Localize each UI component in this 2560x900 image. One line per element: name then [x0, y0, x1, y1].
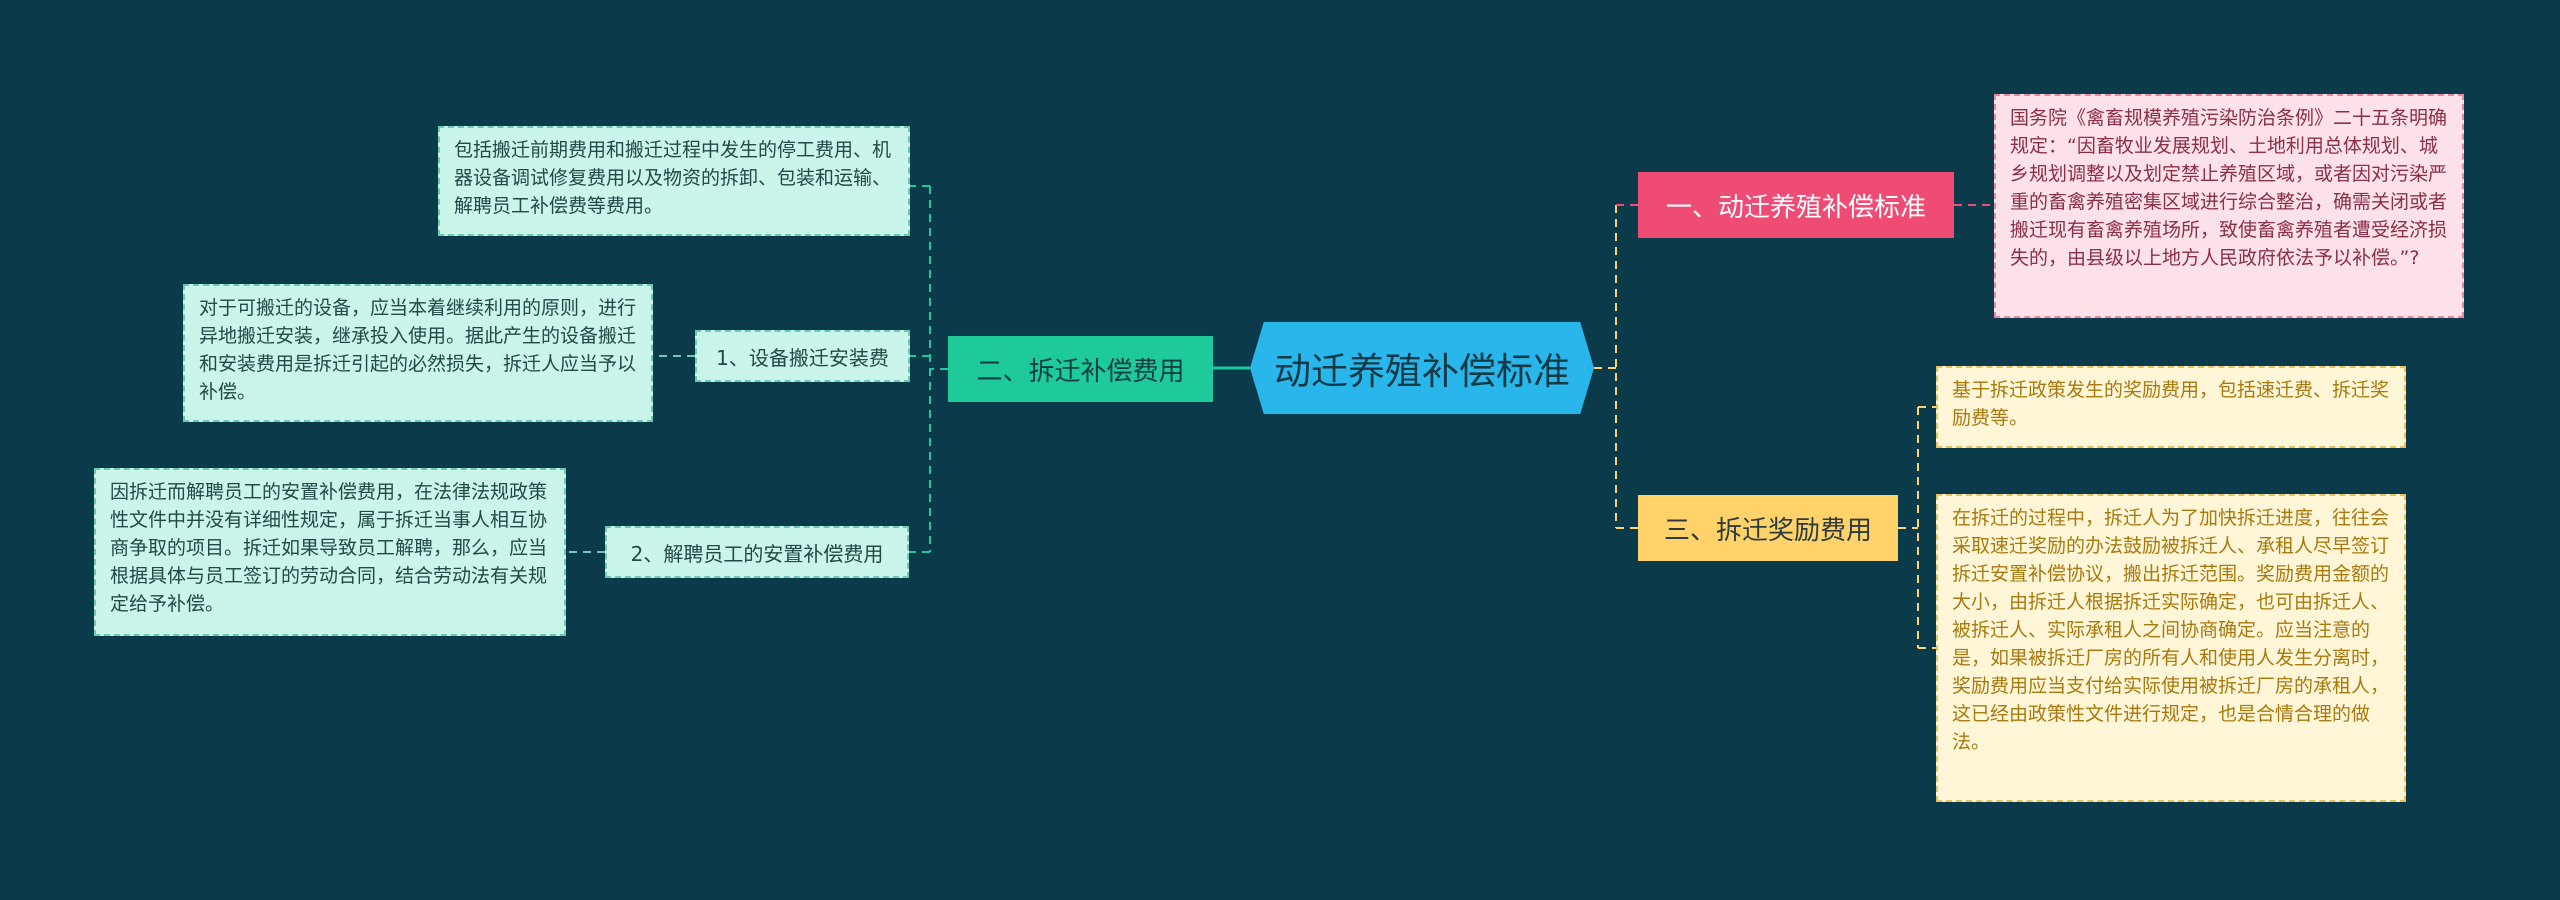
central-topic[interactable]: 动迁养殖补偿标准 — [1250, 322, 1594, 414]
link-reward-bus — [1898, 407, 1919, 648]
leaf-employee-detail[interactable]: 因拆迁而解聘员工的安置补偿费用，在法律法规政策性文件中并没有详细性规定，属于拆迁… — [94, 468, 566, 636]
leaf-regulation-quote[interactable]: 国务院《禽畜规模养殖污染防治条例》二十五条明确规定：“因畜牧业发展规划、土地利用… — [1994, 94, 2464, 318]
leaf-reward-detail[interactable]: 在拆迁的过程中，拆迁人为了加快拆迁进度，往往会采取速迁奖励的办法鼓励被拆迁人、承… — [1936, 494, 2406, 802]
branch-label: 二、拆迁补偿费用 — [976, 356, 1185, 387]
subtopic-label: 2、解聘员工的安置补偿费用 — [630, 541, 884, 566]
link-central-right-bus — [1594, 205, 1617, 528]
branch-label: 三、拆迁奖励费用 — [1663, 515, 1872, 546]
leaf-text: 在拆迁的过程中，拆迁人为了加快拆迁进度，往往会采取速迁奖励的办法鼓励被拆迁人、承… — [1952, 507, 2390, 753]
leaf-equipment-detail[interactable]: 对于可搬迁的设备，应当本着继续利用的原则，进行异地搬迁安装，继承投入使用。据此产… — [183, 284, 653, 422]
leaf-text: 对于可搬迁的设备，应当本着继续利用的原则，进行异地搬迁安装，继承投入使用。据此产… — [199, 297, 637, 403]
branch-relocation-standard[interactable]: 一、动迁养殖补偿标准 — [1638, 172, 1954, 238]
leaf-text: 因拆迁而解聘员工的安置补偿费用，在法律法规政策性文件中并没有详细性规定，属于拆迁… — [110, 481, 548, 615]
leaf-text: 基于拆迁政策发生的奖励费用，包括速迁费、拆迁奖励费等。 — [1952, 379, 2390, 429]
link-compensation-bus — [929, 186, 948, 552]
subtopic-label: 1、设备搬迁安装费 — [716, 345, 889, 370]
branch-label: 一、动迁养殖补偿标准 — [1665, 192, 1926, 223]
subtopic-equipment-relocation[interactable]: 1、设备搬迁安装费 — [695, 330, 910, 382]
central-topic-label: 动迁养殖补偿标准 — [1274, 350, 1570, 393]
leaf-text: 国务院《禽畜规模养殖污染防治条例》二十五条明确规定：“因畜牧业发展规划、土地利用… — [2010, 107, 2448, 269]
subtopic-employee-compensation[interactable]: 2、解聘员工的安置补偿费用 — [605, 526, 909, 578]
leaf-cost-scope[interactable]: 包括搬迁前期费用和搬迁过程中发生的停工费用、机器设备调试修复费用以及物资的拆卸、… — [438, 126, 910, 236]
leaf-reward-basis[interactable]: 基于拆迁政策发生的奖励费用，包括速迁费、拆迁奖励费等。 — [1936, 366, 2406, 448]
branch-demolition-reward[interactable]: 三、拆迁奖励费用 — [1638, 495, 1898, 561]
branch-demolition-compensation[interactable]: 二、拆迁补偿费用 — [948, 336, 1213, 402]
leaf-text: 包括搬迁前期费用和搬迁过程中发生的停工费用、机器设备调试修复费用以及物资的拆卸、… — [454, 139, 892, 217]
